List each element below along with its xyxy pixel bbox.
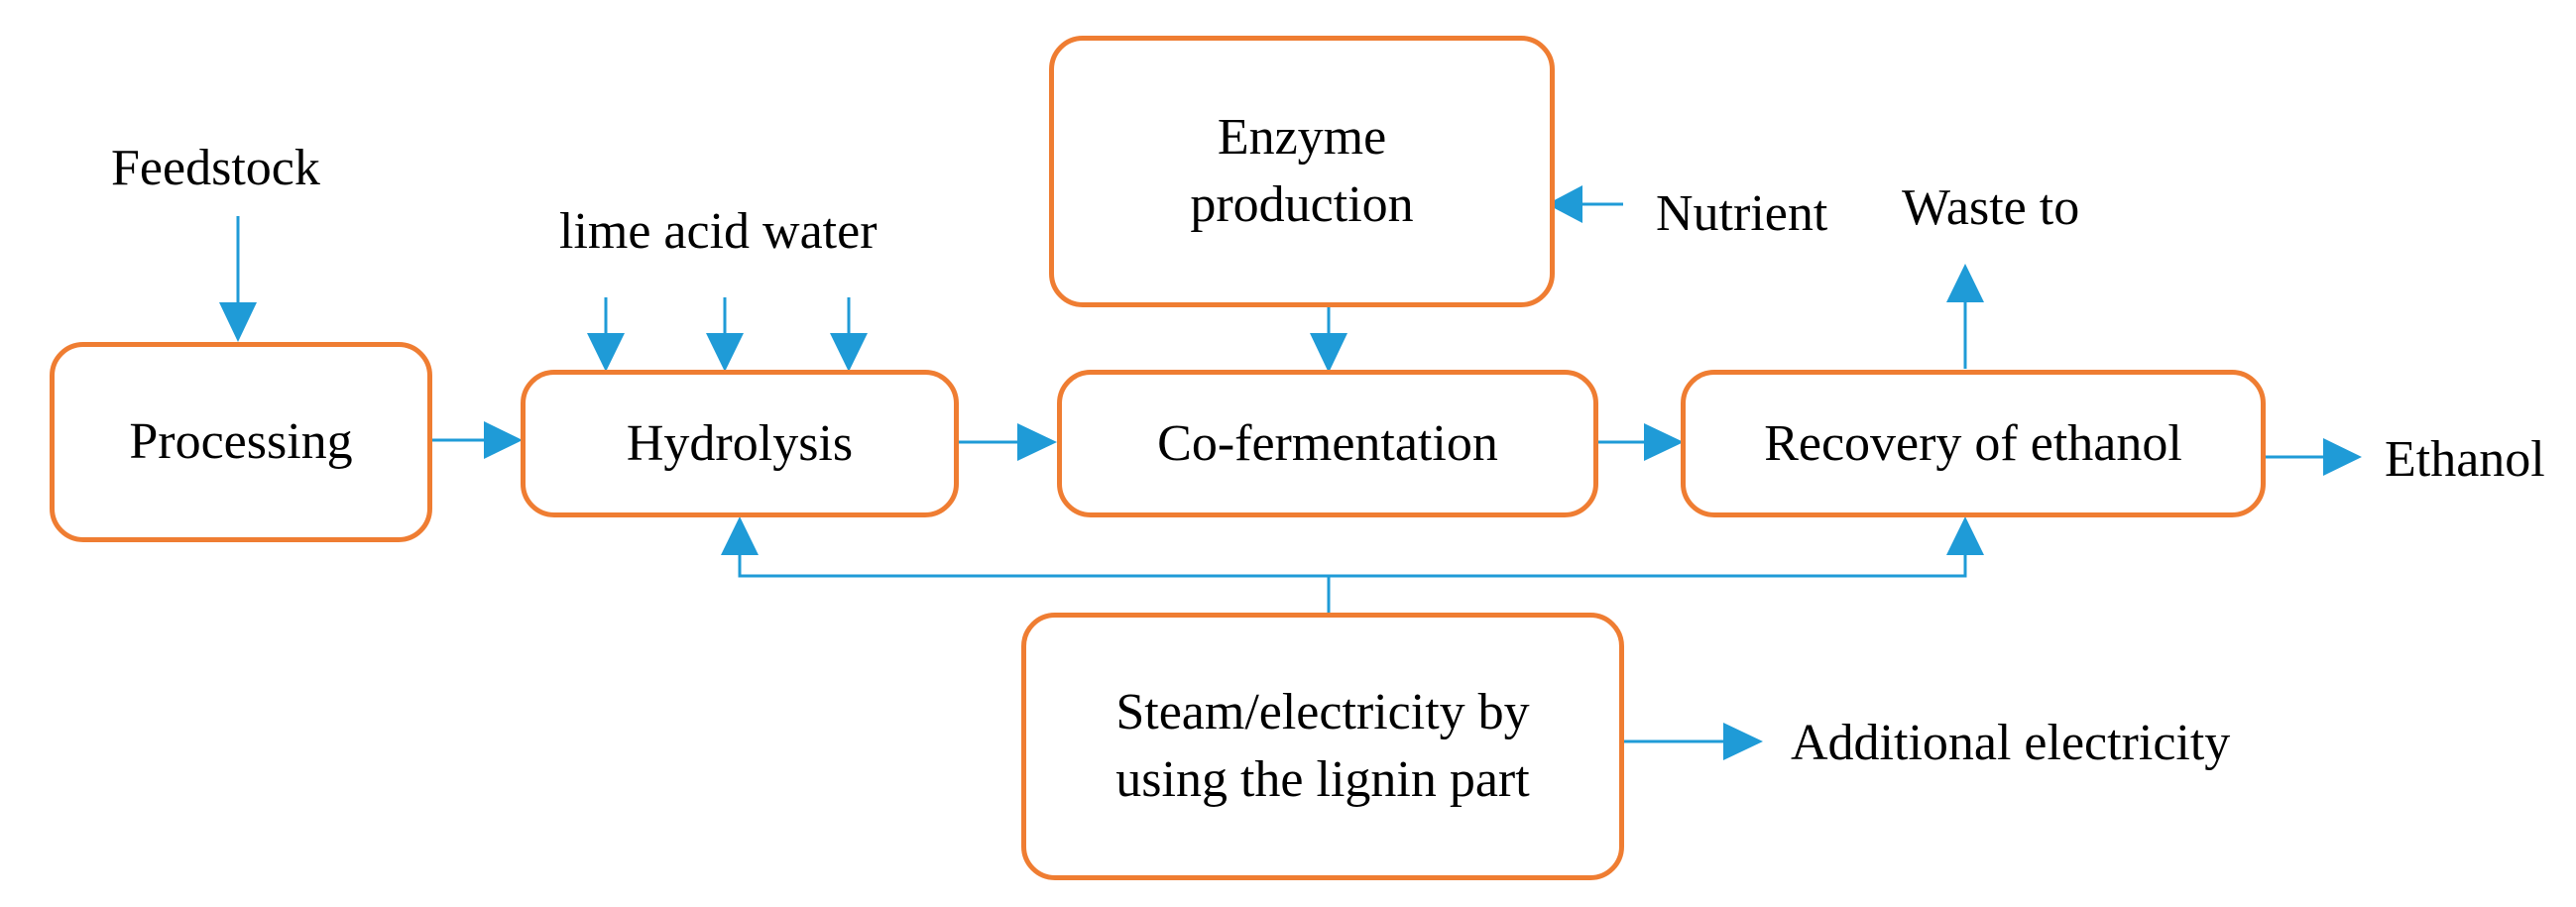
arrowhead-cofermentation-recovery [1644, 423, 1684, 461]
steam-label-line1: Steam/electricity by [1115, 684, 1530, 741]
arrowhead-additional-electricity [1723, 723, 1763, 760]
recovery-label: Recovery of ethanol [1764, 414, 2182, 472]
processing-label: Processing [129, 413, 353, 471]
arrowhead-feedstock [219, 302, 257, 342]
arrowhead-waste [1946, 264, 1984, 302]
arrowhead-hydrolysis-cofermentation [1017, 423, 1057, 461]
enzyme-label-line1: Enzyme [1217, 109, 1387, 167]
steam-electricity-box: Steam/electricity by using the lignin pa… [1021, 613, 1624, 880]
recovery-box: Recovery of ethanol [1681, 370, 2266, 517]
ethanol-label: Ethanol [2385, 431, 2545, 488]
additional-electricity-label: Additional electricity [1791, 715, 2231, 771]
arrowhead-enzyme-cofermentation [1310, 333, 1347, 373]
arrowhead-steam-hydrolysis [721, 516, 759, 555]
cofermentation-box: Co-fermentation [1057, 370, 1598, 517]
hydrolysis-box: Hydrolysis [521, 370, 959, 517]
arrowhead-acid [706, 333, 744, 372]
arrowhead-ethanol [2323, 438, 2362, 476]
arrowhead-processing-hydrolysis [484, 421, 523, 459]
enzyme-label-line2: production [1190, 176, 1414, 233]
arrowhead-steam-recovery [1946, 516, 1984, 555]
arrowhead-water [830, 333, 868, 372]
enzyme-production-box: Enzyme production [1049, 36, 1555, 307]
steam-distribution-line [738, 553, 1967, 578]
processing-box: Processing [50, 342, 432, 542]
arrowhead-nutrient [1547, 185, 1582, 223]
waste-label: Waste to [1902, 179, 2080, 236]
steam-label-line2: using the lignin part [1115, 751, 1530, 808]
inputs-label: lime acid water [559, 203, 878, 260]
hydrolysis-label: Hydrolysis [626, 414, 854, 472]
arrowhead-lime [587, 333, 625, 372]
feedstock-label: Feedstock [111, 140, 320, 196]
cofermentation-label: Co-fermentation [1157, 414, 1498, 472]
nutrient-label: Nutrient [1656, 185, 1828, 242]
